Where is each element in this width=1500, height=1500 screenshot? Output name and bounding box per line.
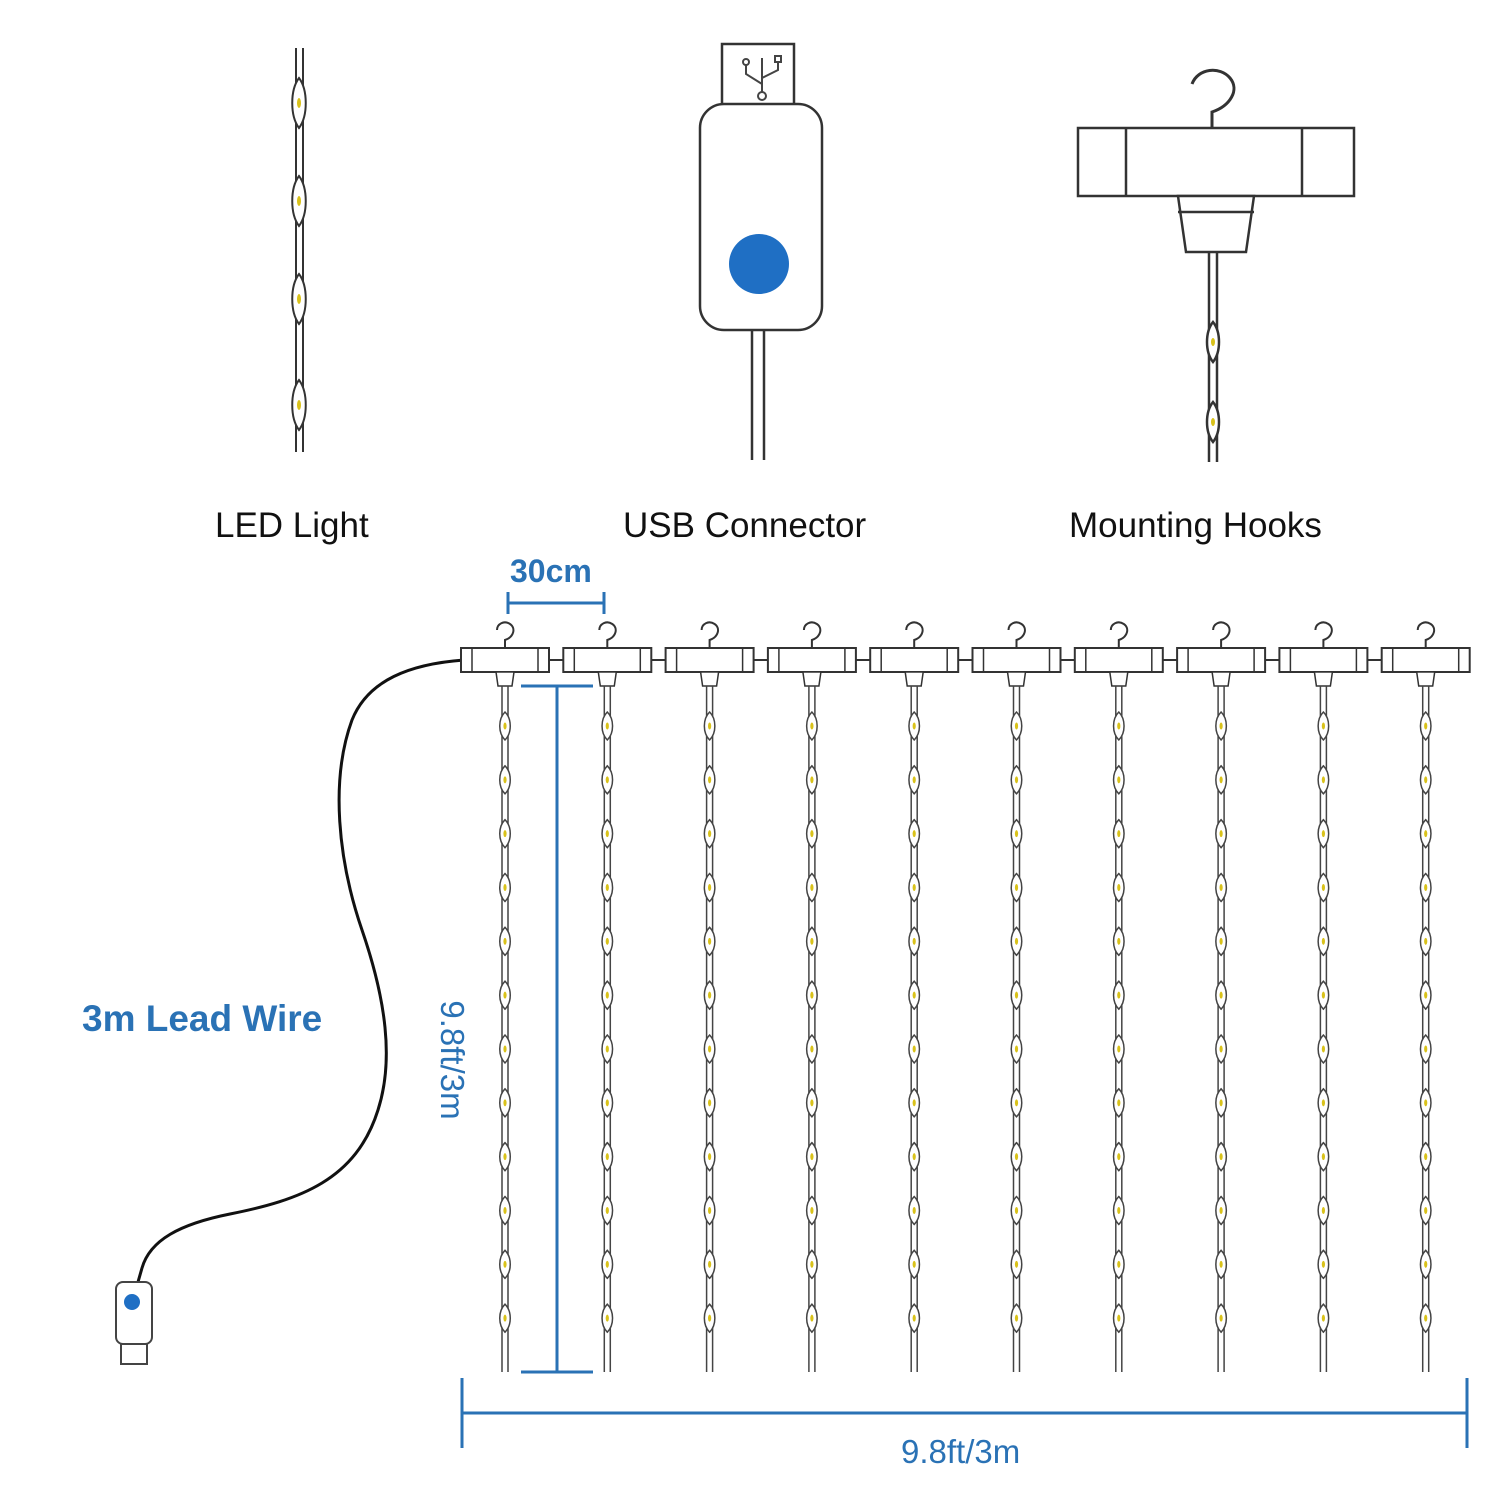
strand-connector	[1176, 647, 1267, 673]
strand-connector	[1380, 647, 1471, 673]
usb-icon	[742, 55, 782, 101]
curtain-strand	[664, 621, 755, 1372]
curtain-strand	[869, 621, 960, 1372]
strand-connector	[460, 647, 550, 673]
usb-button-dot	[729, 234, 789, 294]
lead-wire-usb-plug	[115, 1281, 153, 1365]
lead-wire-label: 3m Lead Wire	[82, 998, 323, 1039]
hook-icon	[802, 621, 822, 648]
strand-connector	[1073, 647, 1164, 673]
height-dimension	[521, 684, 593, 1374]
height-label: 9.8ft/3m	[434, 1000, 471, 1120]
width-label: 9.8ft/3m	[901, 1433, 1021, 1470]
width-dimension	[460, 1378, 1469, 1448]
spacing-label: 30cm	[510, 553, 592, 589]
curtain-strand	[1278, 621, 1369, 1372]
hook-icon	[1109, 621, 1129, 648]
curtain-strand	[971, 621, 1062, 1372]
usb-connector-label: USB Connector	[623, 506, 867, 545]
strand-connector	[971, 647, 1062, 673]
hook-icon	[496, 621, 515, 648]
spacing-dimension	[506, 592, 606, 614]
lead-wire	[136, 658, 465, 1283]
strand-connector	[664, 647, 755, 673]
hook-icon	[1416, 621, 1436, 648]
strand-connector	[562, 647, 653, 673]
hook-icon	[598, 621, 617, 648]
strand-connector	[1278, 647, 1369, 673]
curtain-strand	[1380, 621, 1471, 1372]
curtain-strand	[460, 621, 550, 1372]
hook-icon	[905, 621, 924, 648]
hook-icon	[700, 621, 720, 648]
hook-icon	[1007, 621, 1026, 648]
curtain-strand	[1176, 621, 1267, 1372]
hook-icon	[1314, 621, 1333, 648]
led-light-label: LED Light	[215, 506, 369, 545]
strand-connector	[869, 647, 960, 673]
strand-connector	[766, 647, 857, 673]
curtain-strand	[766, 621, 857, 1372]
hook-icon	[1212, 621, 1231, 648]
curtain-strand	[562, 621, 653, 1372]
light-curtain	[460, 621, 1471, 1372]
mounting-hooks-label: Mounting Hooks	[1069, 506, 1322, 545]
usb-connector-illustration	[698, 42, 824, 460]
mounting-hook-illustration	[1076, 68, 1356, 462]
led-light-illustration	[291, 48, 307, 452]
curtain-strand	[1073, 621, 1164, 1372]
